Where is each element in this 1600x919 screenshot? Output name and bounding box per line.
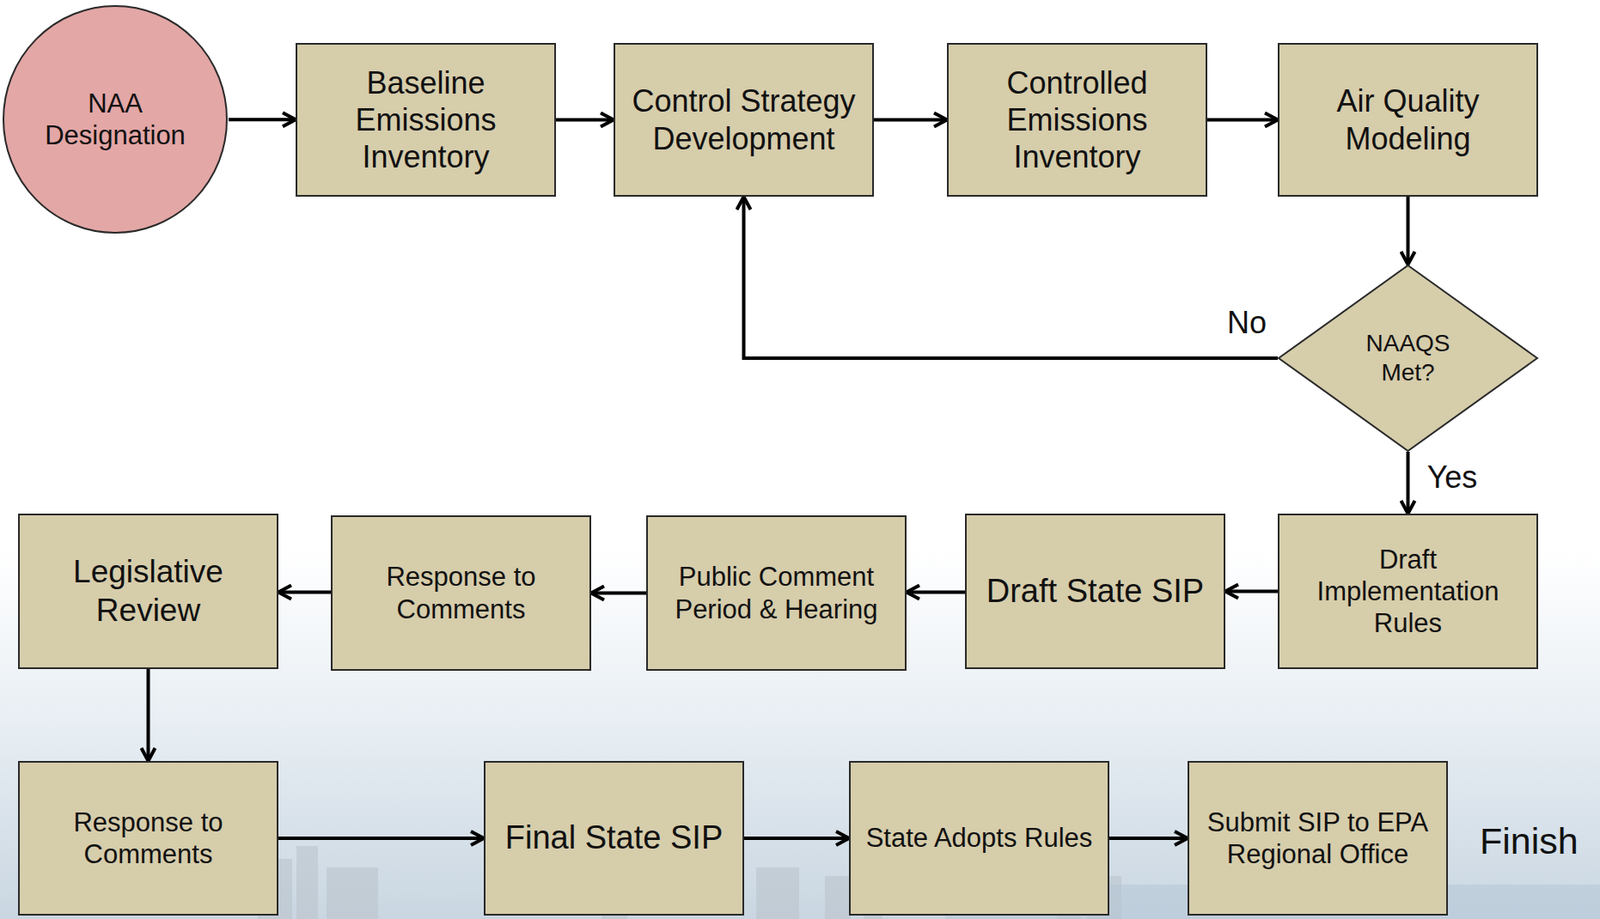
node-text: Controlled Emissions Inventory [960,64,1195,177]
process-box: Legislative Review [18,513,279,670]
start-circle: NAA Designation [1,4,229,235]
process-box: Controlled Emissions Inventory [946,42,1208,197]
flow-arrow [591,592,647,596]
shape-outline [3,6,227,233]
shape-outline [1278,265,1538,452]
process-box: Control Strategy Development [613,42,874,197]
flow-arrow [744,196,1279,359]
flow-arrow [1207,118,1278,123]
flow-arrow [228,117,296,122]
node-text: Legislative Review [31,553,266,630]
node-text: Public Comment Period & Hearing [654,561,899,625]
node-text: State Adopts Rules [862,822,1097,855]
process-box: State Adopts Rules [848,761,1110,917]
flow-arrow [278,836,484,841]
node-text: Final State SIP [494,818,734,859]
node-text: Response to Comments [344,561,579,625]
decision-diamond: NAAQS Met? [1277,264,1539,452]
flow-arrow [906,591,965,595]
flow-arrow [146,669,151,762]
circle-outline [1,4,229,235]
flow-arrow [744,836,849,841]
flow-arrow [1406,451,1411,514]
node-text: Draft Implementation Rules [1291,543,1526,641]
node-text: Air Quality Modeling [1291,82,1526,157]
edge-label: Yes [1427,460,1478,495]
node-text: Baseline Emissions Inventory [309,64,544,177]
flow-arrow [873,118,947,123]
node-text: NAA Designation [27,87,204,152]
node-text: NAAQS Met? [1343,329,1473,387]
process-box: Response to Comments [18,761,279,917]
node-text: Submit SIP to EPA Regional Office [1201,806,1436,871]
flow-arrow [1225,590,1278,594]
process-box: Air Quality Modeling [1277,42,1539,197]
diamond-outline [1277,264,1539,452]
end-label: Finish [1479,821,1579,862]
process-box: Submit SIP to EPA Regional Office [1187,761,1448,917]
node-text: Draft State SIP [976,572,1216,612]
flow-arrow [555,118,614,123]
process-box: Baseline Emissions Inventory [295,42,556,197]
edge-label: No [1227,305,1267,341]
process-box: Response to Comments [330,515,592,672]
flow-arrow [1406,196,1411,265]
flow-arrow [278,591,331,595]
process-box: Draft Implementation Rules [1277,513,1539,670]
node-text: Response to Comments [31,806,266,871]
process-box: Public Comment Period & Hearing [646,515,907,672]
process-box: Final State SIP [483,761,745,917]
node-text: Control Strategy Development [627,82,862,157]
flow-arrow [1109,836,1188,841]
process-box: Draft State SIP [964,513,1226,670]
